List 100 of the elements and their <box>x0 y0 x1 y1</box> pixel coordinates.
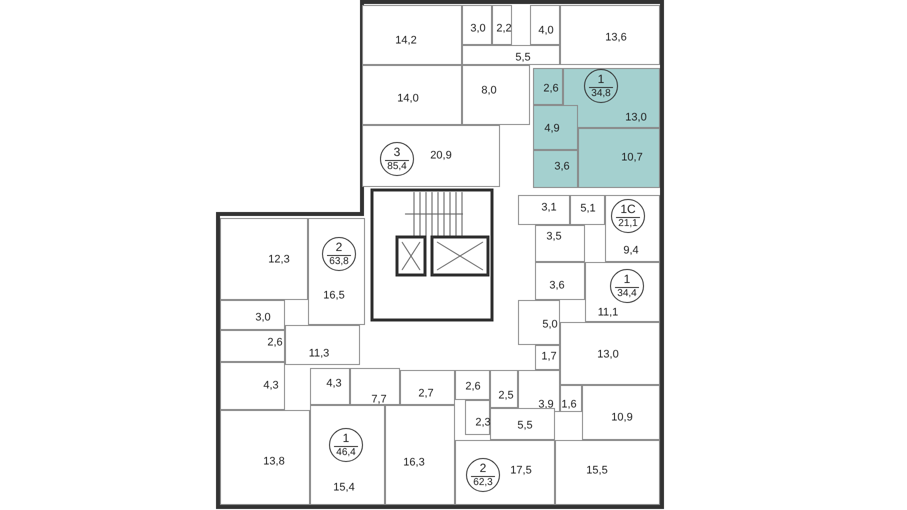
room <box>518 300 560 345</box>
room-area: 2,6 <box>267 338 283 348</box>
apartment-number: 1 <box>342 432 350 446</box>
room-area: 13,6 <box>605 32 627 44</box>
apartment-number: 3 <box>394 146 400 160</box>
room <box>582 385 660 440</box>
apartment-number: 2 <box>480 462 486 476</box>
apartment-area: 85,4 <box>385 160 409 172</box>
room-area: 13,0 <box>597 350 619 360</box>
room-area: 17,5 <box>510 466 532 476</box>
room <box>563 68 660 128</box>
room-area: 4,3 <box>263 380 279 392</box>
room <box>310 405 385 505</box>
room-area: 14,0 <box>397 94 419 104</box>
room <box>462 65 530 125</box>
room <box>518 195 570 225</box>
room <box>492 5 512 45</box>
apartment-number: 1С <box>620 202 636 217</box>
apartment-area: 46,4 <box>334 446 358 458</box>
room-area: 1,6 <box>561 400 577 410</box>
room-area: 8,0 <box>481 86 497 96</box>
room <box>560 5 660 65</box>
room-area: 3,9 <box>538 400 554 410</box>
room <box>220 362 285 410</box>
room <box>560 322 660 385</box>
apartment-area: 34,4 <box>615 286 639 300</box>
apartment-number: 1 <box>598 72 604 87</box>
apartment-badge <box>322 237 356 271</box>
room-area: 14,2 <box>395 36 417 46</box>
room <box>220 218 308 300</box>
room-area: 13,0 <box>625 112 647 124</box>
room-area: 5,1 <box>580 204 596 214</box>
apartment-badge <box>380 142 414 176</box>
apartment-number: 2 <box>336 240 342 255</box>
apartment-area: 62,3 <box>471 476 495 488</box>
room-area: 5,5 <box>515 52 531 64</box>
room <box>490 408 555 440</box>
apartment-area: 21,1 <box>616 216 640 230</box>
room <box>533 68 563 105</box>
room <box>535 262 585 300</box>
apartment-badge <box>466 458 500 492</box>
room-area: 20,9 <box>430 150 452 162</box>
room-area: 7,7 <box>371 394 387 406</box>
apartment-number: 1 <box>624 272 630 287</box>
room <box>220 330 285 362</box>
room-area: 3,0 <box>470 24 486 34</box>
room-area: 2,5 <box>498 390 514 402</box>
room <box>533 150 578 188</box>
room-area: 15,4 <box>333 482 355 494</box>
room <box>518 370 560 412</box>
room-area: 3,1 <box>541 202 557 214</box>
apartment-badge <box>584 69 618 103</box>
apartment-area: 34,8 <box>589 86 613 100</box>
room-area: 5,5 <box>517 420 533 432</box>
room-area: 11,1 <box>598 308 618 318</box>
room <box>490 370 518 408</box>
room <box>285 325 360 365</box>
room-area: 10,7 <box>621 152 643 164</box>
room <box>310 368 350 405</box>
room <box>535 225 585 262</box>
room <box>308 218 365 325</box>
room-area: 2,7 <box>418 388 434 400</box>
room-area: 1,7 <box>541 352 557 362</box>
room <box>533 105 578 150</box>
apartment-badge <box>610 269 644 303</box>
room <box>362 65 462 125</box>
room <box>585 262 660 322</box>
room-area: 9,4 <box>623 246 639 256</box>
room <box>530 5 560 45</box>
room <box>400 370 455 405</box>
room <box>362 125 500 187</box>
apartment-area: 63,8 <box>327 254 351 268</box>
room-area: 3,6 <box>554 162 570 172</box>
room <box>465 400 490 435</box>
room <box>462 5 492 45</box>
room <box>605 195 660 262</box>
room-area: 13,8 <box>263 456 285 468</box>
room-area: 10,9 <box>611 412 633 424</box>
apartment-badge <box>611 199 645 233</box>
room-area: 2,6 <box>543 84 559 94</box>
room <box>455 440 555 505</box>
room <box>560 385 582 412</box>
room-area: 12,3 <box>268 254 290 266</box>
room <box>362 5 462 65</box>
room <box>220 300 285 330</box>
room-area: 5,0 <box>542 320 558 330</box>
room-area: 2,2 <box>496 24 512 34</box>
room <box>578 128 660 188</box>
room-area: 16,3 <box>403 458 425 468</box>
apartment-badge <box>329 428 363 462</box>
room-area: 3,5 <box>546 232 562 242</box>
room <box>555 440 660 505</box>
room-area: 3,6 <box>549 280 565 292</box>
room <box>455 370 490 400</box>
room-area: 2,6 <box>465 382 481 392</box>
room <box>570 195 605 225</box>
room <box>350 368 400 405</box>
room-area: 3,0 <box>255 312 271 324</box>
room-area: 4,3 <box>326 378 342 390</box>
room-area: 16,5 <box>323 290 345 302</box>
